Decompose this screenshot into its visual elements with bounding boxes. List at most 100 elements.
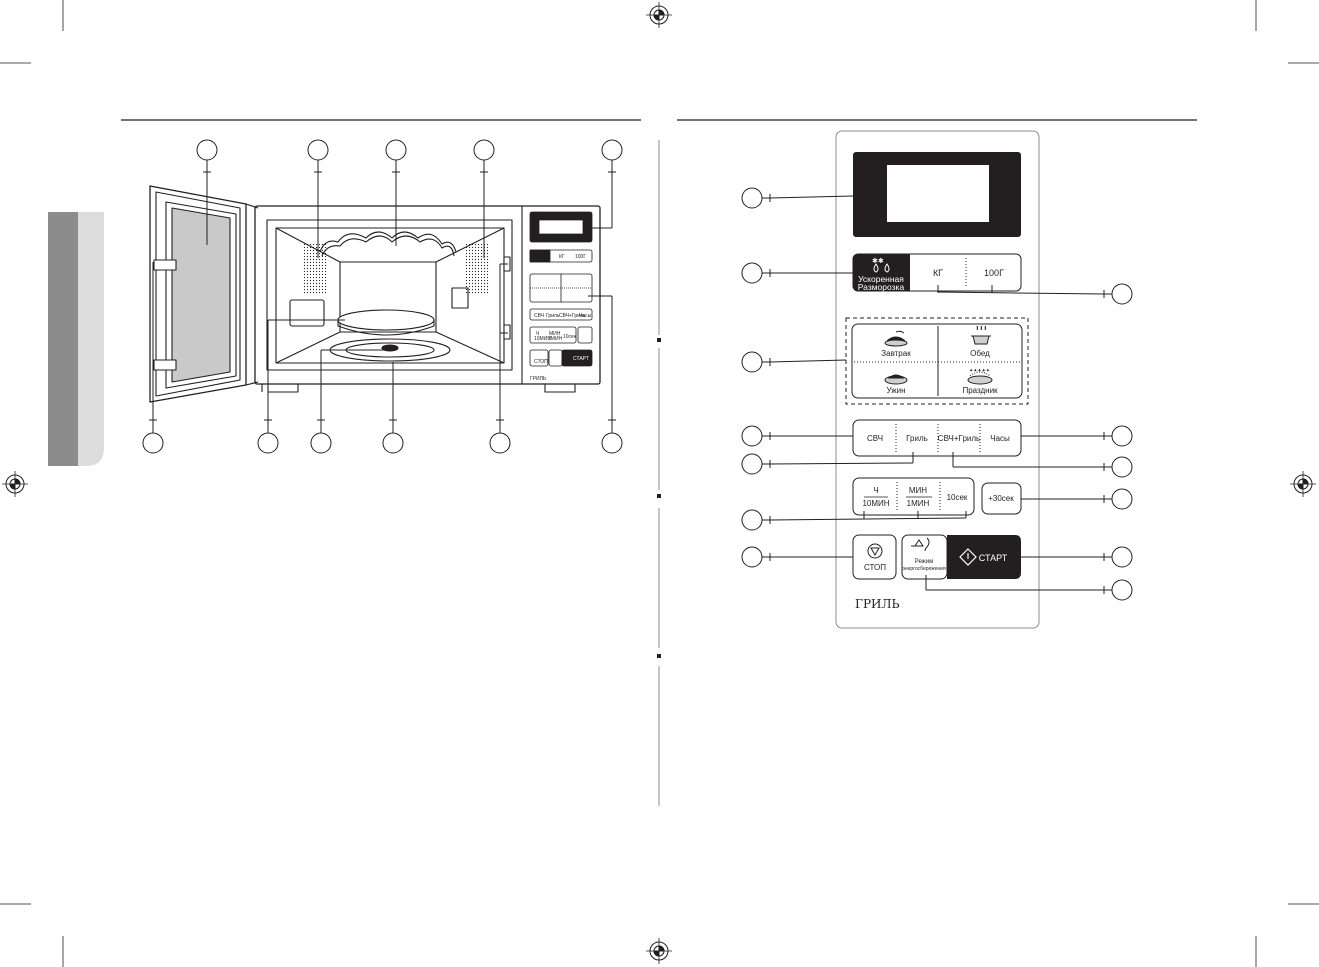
start-button[interactable] (947, 535, 1021, 579)
callout-circle (307, 139, 329, 161)
callout-circle (1111, 579, 1133, 601)
callout-circle (473, 139, 495, 161)
kg-button-label[interactable]: КГ (933, 268, 943, 278)
breakfast-button-label[interactable]: Завтрак (881, 349, 911, 358)
hours-10min-label: 10МИН (862, 499, 889, 508)
display-window (887, 165, 989, 222)
callout-circle (741, 546, 763, 568)
oven-cavity (266, 219, 513, 371)
plus30-button-label[interactable]: +30сек (988, 494, 1014, 503)
callout-circle (489, 432, 511, 454)
mini-start: СТАРТ (573, 356, 589, 362)
microwave-button-label[interactable]: СВЧ (867, 434, 883, 443)
eco-button-label-line1[interactable]: Режим (915, 559, 934, 565)
callout-circle (385, 139, 407, 161)
hours-button-label[interactable]: Ч (873, 486, 878, 495)
combi-button-label[interactable]: СВЧ+Гриль (938, 434, 980, 443)
callout-circle (1111, 488, 1133, 510)
eco-button-label-line2[interactable]: энергосбережения (902, 566, 946, 572)
registration-mark-icon (646, 938, 672, 964)
callout-circle (1111, 546, 1133, 568)
mini-h: Ч (536, 331, 539, 337)
open-door (149, 185, 259, 403)
defrost-button (853, 254, 910, 291)
defrost-drops-icon: ✱✱ (872, 257, 890, 273)
grill-button-label[interactable]: Гриль (906, 434, 928, 443)
callout-circle (142, 432, 164, 454)
door-window (171, 207, 231, 383)
eco-button[interactable] (901, 534, 948, 580)
defrost-label-line2: Разморозка (858, 282, 905, 292)
microwave-body (254, 205, 601, 393)
stop-button[interactable] (852, 534, 897, 580)
min-1min-label: 1МИН (907, 499, 930, 508)
mini-min: МИН (549, 331, 561, 337)
mini-min-bottom: 1МИН (548, 336, 563, 342)
turntable (337, 309, 435, 331)
mini-grill: Гриль (546, 313, 560, 319)
mini-h-bottom: 10МИН (534, 336, 551, 342)
callout-circle (741, 262, 763, 284)
mini-panel-labels: КГ 100Г СВЧ Гриль СВЧ+Гриль Часы Ч 10МИН… (530, 254, 592, 382)
lunch-button-label[interactable]: Обед (970, 349, 990, 358)
microwave-callouts-top (196, 139, 623, 258)
registration-mark-icon (1290, 471, 1316, 497)
stop-button-label[interactable]: СТОП (864, 563, 886, 572)
callout-circle (382, 432, 404, 454)
callout-circle (196, 139, 218, 161)
defrost-label-line1: Ускоренная (858, 274, 904, 284)
dinner-icon (884, 374, 908, 385)
holiday-button-label[interactable]: Праздник (962, 386, 998, 395)
svg-text:✱✱: ✱✱ (872, 257, 884, 265)
mode-row (852, 419, 1022, 457)
callout-circle (257, 432, 279, 454)
svg-text:✦✦✦✦✦: ✦✦✦✦✦ (969, 368, 990, 374)
control-panel-callouts (741, 187, 1133, 601)
registration-mark-icon (2, 471, 28, 497)
mini-10sec: 10сек (563, 334, 577, 340)
eco-mode-icon (911, 537, 930, 552)
stop-icon (867, 543, 883, 559)
g100-button-label[interactable]: 100Г (984, 268, 1004, 278)
mini-model: ГРИЛЬ (530, 376, 547, 382)
gutter-tick (657, 338, 661, 342)
sec10-button-label[interactable]: 10сек (947, 493, 968, 502)
min-button-label[interactable]: МИН (909, 486, 927, 495)
control-panel: ✱✱ ✦✦✦✦✦ (835, 130, 1040, 629)
callout-circle (601, 139, 623, 161)
time-row (852, 477, 975, 516)
callout-circle (741, 425, 763, 447)
control-panel-labels: Ускоренная Разморозка КГ 100Г Завтрак Об… (855, 268, 1014, 611)
mini-clock: Часы (579, 313, 592, 319)
side-tab (48, 212, 104, 466)
callout-circle (1111, 425, 1133, 447)
clock-button-label[interactable]: Часы (990, 434, 1010, 443)
callout-circle (741, 509, 763, 531)
mini-combi: СВЧ+Гриль (559, 313, 586, 319)
callout-circle (310, 432, 332, 454)
coupler (381, 344, 399, 352)
callout-circle (741, 351, 763, 373)
registration-mark-icon (646, 2, 672, 28)
mini-control-panel (529, 211, 593, 367)
mini-100g: 100Г (575, 254, 586, 260)
start-icon (959, 548, 977, 566)
model-name: ГРИЛЬ (855, 597, 900, 611)
callout-circle (1111, 283, 1133, 305)
callout-circle (601, 432, 623, 454)
breakfast-icon (884, 330, 908, 347)
gutter-tick (657, 654, 661, 658)
callout-circle (741, 187, 763, 209)
mini-microwave: СВЧ (534, 313, 544, 319)
gutter-tick (657, 494, 661, 498)
dinner-button-label[interactable]: Ужин (886, 386, 905, 395)
holiday-icon: ✦✦✦✦✦ (967, 368, 993, 385)
microwave-illustration (149, 185, 601, 403)
mini-stop: СТОП (534, 359, 548, 365)
microwave-callouts-bottom (142, 262, 623, 454)
auto-cook-dashed-frame (845, 317, 1029, 405)
start-button-label[interactable]: СТАРТ (979, 553, 1008, 563)
mini-kg: КГ (559, 254, 565, 260)
